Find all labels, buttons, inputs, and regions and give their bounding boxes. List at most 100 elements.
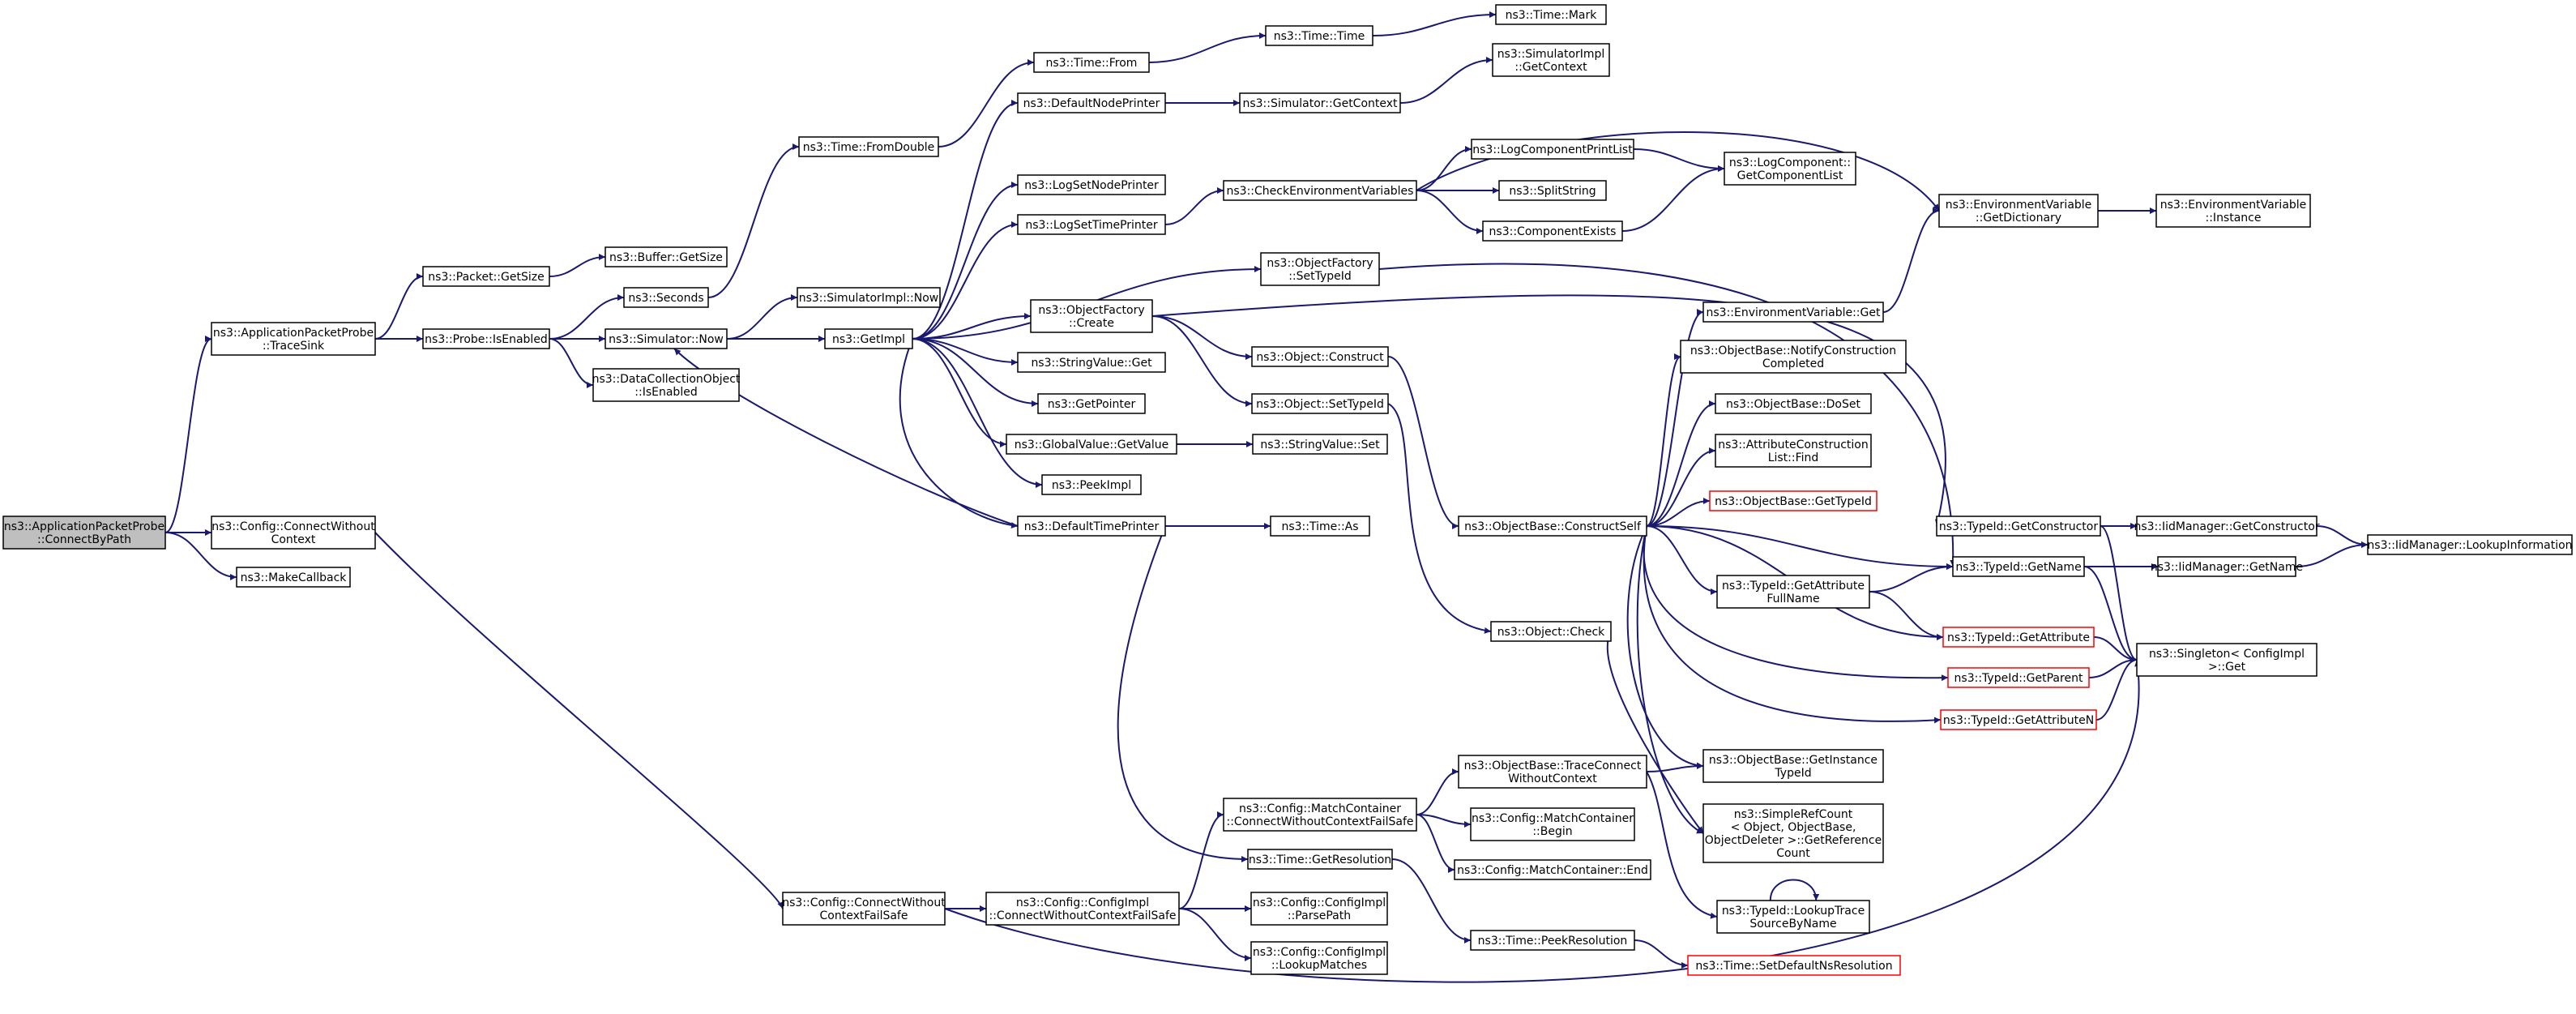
node-n13[interactable]: ns3::Time::From bbox=[1033, 52, 1150, 73]
node-n57[interactable]: ns3::SimpleRefCount< Object, ObjectBase,… bbox=[1702, 803, 1884, 863]
node-n58[interactable]: ns3::ObjectBase::TraceConnectWithoutCont… bbox=[1458, 755, 1647, 789]
node-label: ns3::ComponentExists bbox=[1489, 225, 1617, 238]
node-label: ns3::SimulatorImpl::Now bbox=[799, 292, 939, 305]
node-n45[interactable]: ns3::TypeId::GetConstructor bbox=[1936, 516, 2101, 537]
node-n30[interactable]: ns3::Object::SetTypeId bbox=[1251, 393, 1389, 414]
node-n6[interactable]: ns3::Buffer::GetSize bbox=[604, 246, 728, 267]
node-n1[interactable]: ns3::ApplicationPacketProbe::TraceSink bbox=[211, 322, 376, 356]
node-label: ns3::GlobalValue::GetValue bbox=[1015, 439, 1168, 451]
node-n55[interactable]: ns3::Object::Check bbox=[1490, 621, 1612, 642]
node-n35[interactable]: ns3::ComponentExists bbox=[1482, 220, 1623, 242]
node-n11[interactable]: ns3::SimulatorImpl::Now bbox=[797, 287, 941, 308]
node-n10[interactable]: ns3::Time::FromDouble bbox=[798, 136, 939, 157]
node-n7[interactable]: ns3::Seconds bbox=[623, 287, 709, 308]
edge-n44-n57 bbox=[1636, 525, 1704, 834]
node-label: ::ParsePath bbox=[1288, 909, 1351, 922]
node-n37[interactable]: ns3::EnvironmentVariable::GetDictionary bbox=[1938, 194, 2099, 228]
node-n28[interactable]: ns3::ObjectFactory::SetTypeId bbox=[1260, 252, 1380, 286]
node-n22[interactable]: ns3::DefaultTimePrinter bbox=[1017, 516, 1166, 537]
node-n49[interactable]: ns3::IidManager::GetName bbox=[2151, 556, 2303, 577]
node-n21[interactable]: ns3::PeekImpl bbox=[1041, 474, 1142, 495]
node-n2[interactable]: ns3::Config::ConnectWithoutContext bbox=[211, 516, 376, 550]
node-n14[interactable]: ns3::DefaultNodePrinter bbox=[1017, 92, 1166, 113]
node-n5[interactable]: ns3::Probe::IsEnabled bbox=[422, 328, 550, 349]
node-label: ns3::TypeId::GetAttribute bbox=[1947, 631, 2090, 644]
node-label: ns3::LogSetTimePrinter bbox=[1025, 219, 1158, 232]
node-n19[interactable]: ns3::GetPointer bbox=[1037, 393, 1146, 414]
node-n9[interactable]: ns3::DataCollectionObject::IsEnabled bbox=[592, 368, 741, 402]
node-label: TypeId bbox=[1774, 767, 1811, 780]
node-n64[interactable]: ns3::Config::ConfigImpl::ConnectWithoutC… bbox=[985, 892, 1180, 926]
node-box bbox=[1223, 180, 1417, 201]
node-n47[interactable]: ns3::IidManager::LookupInformation bbox=[2367, 534, 2573, 555]
node-n29[interactable]: ns3::Object::Construct bbox=[1251, 346, 1389, 367]
node-n32[interactable]: ns3::Time::As bbox=[1270, 516, 1370, 537]
node-n46[interactable]: ns3::IidManager::GetConstructor bbox=[2134, 516, 2320, 537]
node-box bbox=[1715, 434, 1872, 468]
edge-layer bbox=[164, 11, 2369, 983]
node-box bbox=[782, 892, 946, 926]
node-n36[interactable]: ns3::LogComponent::GetComponentList bbox=[1724, 152, 1856, 186]
node-n53[interactable]: ns3::TypeId::GetParent bbox=[1947, 667, 2090, 688]
edge-n44-n48 bbox=[1646, 525, 1954, 570]
node-n25[interactable]: ns3::Simulator::GetContext bbox=[1239, 92, 1401, 113]
node-n17[interactable]: ns3::ObjectFactory::Create bbox=[1030, 299, 1153, 333]
node-box bbox=[211, 516, 376, 550]
node-n62[interactable]: ns3::Time::GetResolution bbox=[1247, 849, 1393, 870]
node-n59[interactable]: ns3::Config::MatchContainer::ConnectWith… bbox=[1223, 798, 1417, 832]
node-n4[interactable]: ns3::Packet::GetSize bbox=[422, 266, 550, 287]
node-n48[interactable]: ns3::TypeId::GetName bbox=[1952, 556, 2085, 577]
node-n69[interactable]: ns3::Time::SetDefaultNsResolution bbox=[1687, 955, 1901, 976]
node-n26[interactable]: ns3::SimulatorImpl::GetContext bbox=[1492, 43, 1610, 77]
node-label: ns3::TypeId::LookupTrace bbox=[1722, 905, 1865, 918]
edge-n8-n11 bbox=[726, 294, 798, 340]
node-n60[interactable]: ns3::Config::MatchContainer::Begin bbox=[1470, 807, 1635, 841]
node-n8[interactable]: ns3::Simulator::Now bbox=[604, 328, 728, 349]
edge-n59-n61 bbox=[1416, 814, 1455, 873]
node-n34[interactable]: ns3::SplitString bbox=[1498, 180, 1607, 201]
edge-n44-n39 bbox=[1646, 309, 1704, 527]
node-n27[interactable]: ns3::CheckEnvironmentVariables bbox=[1223, 180, 1417, 201]
edge-n44-n41 bbox=[1646, 400, 1716, 527]
node-n40[interactable]: ns3::ObjectBase::NotifyConstructionCompl… bbox=[1680, 340, 1907, 374]
node-n61[interactable]: ns3::Config::MatchContainer::End bbox=[1454, 859, 1651, 880]
node-layer: ns3::ApplicationPacketProbe::ConnectByPa… bbox=[2, 4, 2573, 976]
node-n39[interactable]: ns3::EnvironmentVariable::Get bbox=[1702, 302, 1884, 323]
node-n52[interactable]: ns3::Singleton< ConfigImpl>::Get bbox=[2136, 643, 2318, 677]
node-n24[interactable]: ns3::Time::Mark bbox=[1495, 4, 1607, 25]
node-n18[interactable]: ns3::StringValue::Get bbox=[1017, 352, 1166, 373]
node-label: ::Begin bbox=[1532, 825, 1572, 838]
node-label: ns3::IidManager::LookupInformation bbox=[2367, 539, 2572, 552]
node-label: List::Find bbox=[1768, 451, 1819, 464]
node-n38[interactable]: ns3::EnvironmentVariable::Instance bbox=[2155, 194, 2311, 228]
node-n66[interactable]: ns3::Config::ConfigImpl::LookupMatches bbox=[1250, 941, 1388, 975]
node-n43[interactable]: ns3::ObjectBase::GetTypeId bbox=[1709, 490, 1878, 511]
node-n54[interactable]: ns3::TypeId::GetAttributeN bbox=[1940, 709, 2097, 730]
node-n31[interactable]: ns3::StringValue::Set bbox=[1252, 434, 1388, 455]
node-n51[interactable]: ns3::TypeId::GetAttribute bbox=[1942, 627, 2095, 648]
node-n23[interactable]: ns3::Time::Time bbox=[1265, 25, 1373, 46]
node-n33[interactable]: ns3::LogComponentPrintList bbox=[1471, 139, 1634, 160]
node-label: ns3::TypeId::GetAttributeN bbox=[1943, 714, 2094, 727]
node-n20[interactable]: ns3::GlobalValue::GetValue bbox=[1006, 434, 1177, 455]
node-n12[interactable]: ns3::GetImpl bbox=[824, 328, 913, 349]
node-n68[interactable]: ns3::Time::PeekResolution bbox=[1470, 930, 1635, 951]
node-box bbox=[1490, 621, 1612, 642]
node-n0[interactable]: ns3::ApplicationPacketProbe::ConnectByPa… bbox=[2, 516, 166, 550]
node-n3[interactable]: ns3::MakeCallback bbox=[236, 567, 351, 588]
node-label: ns3::Time::Mark bbox=[1506, 9, 1598, 22]
node-n41[interactable]: ns3::ObjectBase::DoSet bbox=[1715, 393, 1872, 414]
node-n15[interactable]: ns3::LogSetNodePrinter bbox=[1017, 174, 1166, 195]
edge-n29-n44 bbox=[1387, 356, 1459, 529]
edge-n50-n51 bbox=[1869, 591, 1944, 640]
node-box bbox=[604, 328, 728, 349]
node-n63[interactable]: ns3::Config::ConnectWithoutContextFailSa… bbox=[782, 892, 946, 926]
node-n65[interactable]: ns3::Config::ConfigImpl::ParsePath bbox=[1250, 892, 1388, 926]
node-n16[interactable]: ns3::LogSetTimePrinter bbox=[1017, 214, 1166, 235]
node-n44[interactable]: ns3::ObjectBase::ConstructSelf bbox=[1458, 516, 1647, 537]
